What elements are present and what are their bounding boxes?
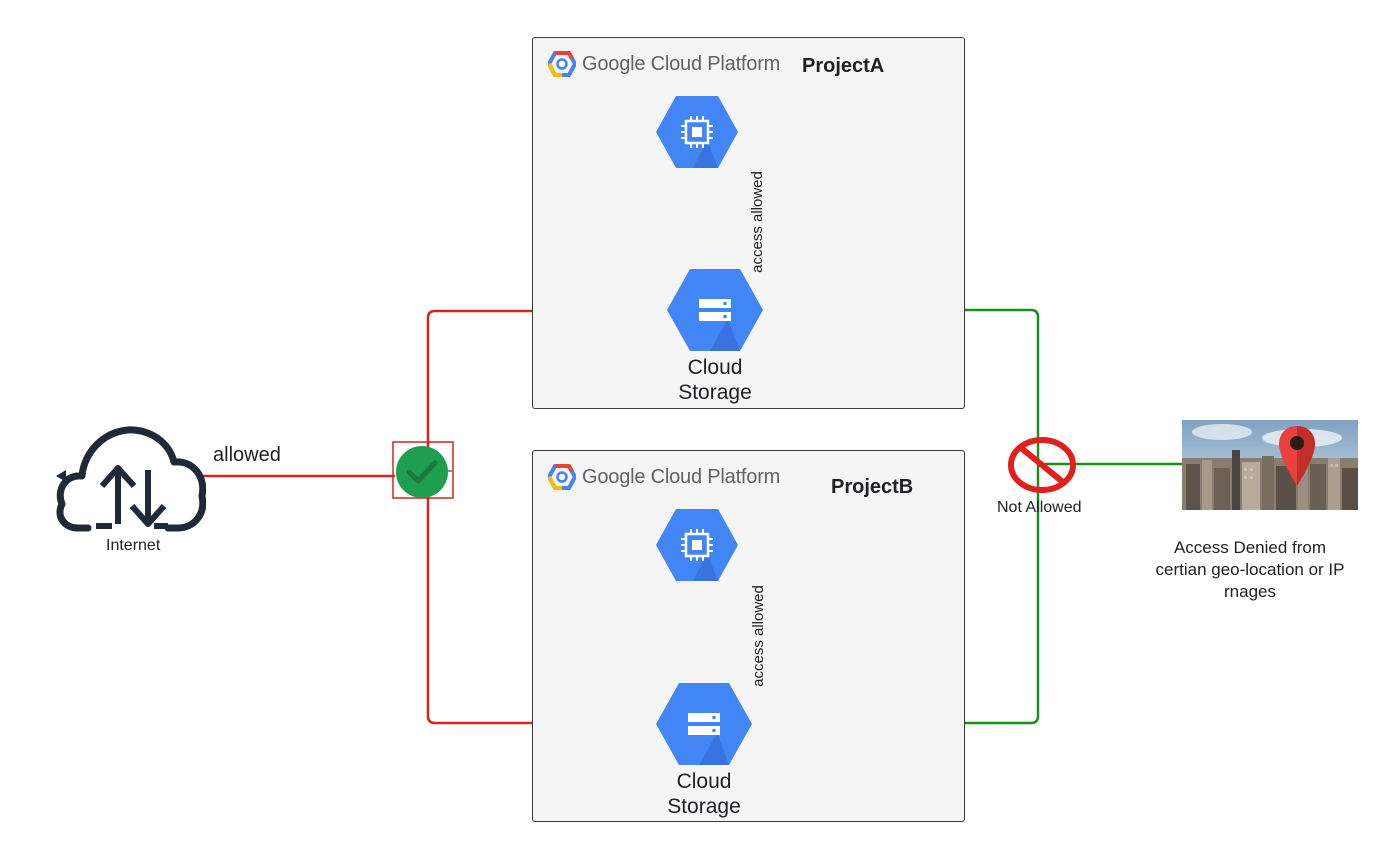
map-pin-icon [1279, 426, 1315, 486]
storage-b-line1: Cloud [676, 770, 732, 793]
project-a-box [532, 37, 965, 409]
gcp-logo-text: Google Cloud Platform [582, 465, 781, 488]
green-trunk-up [764, 304, 1040, 464]
cloud-upload-download-icon[interactable] [56, 420, 206, 532]
compute-engine-a-icon[interactable] [655, 94, 739, 170]
gcp-logo-text: Google Cloud Platform [582, 52, 781, 75]
gcp-logo-a: Google Cloud Platform [548, 51, 780, 77]
red-trunk-down [426, 480, 655, 729]
storage-b-line2: Storage [667, 795, 741, 818]
city-skyline-image [1182, 420, 1358, 510]
not-allowed-label: Not Allowed [997, 499, 1082, 516]
check-icon[interactable] [392, 441, 454, 499]
storage-a-line1: Cloud [687, 356, 743, 379]
gcp-hexagon-icon [548, 464, 576, 490]
cloud-storage-b-label: Cloud Storage [643, 769, 765, 819]
project-b-title: ProjectB [831, 476, 914, 498]
geo-text-line3: rnages [1224, 582, 1276, 601]
project-a-title: ProjectA [802, 55, 885, 77]
project-b-box [532, 450, 965, 822]
geo-denied-text: Access Denied from certian geo-location … [1150, 537, 1350, 603]
cloud-storage-a-label: Cloud Storage [654, 355, 776, 405]
storage-a-line2: Storage [678, 381, 752, 404]
gcp-hexagon-icon [548, 51, 576, 77]
geo-text-line1: Access Denied from [1173, 538, 1327, 557]
geo-text-line2: certian geo-location or IP [1155, 560, 1345, 579]
red-trunk-up [426, 305, 666, 470]
cloud-storage-b-icon[interactable] [655, 681, 753, 767]
green-trunk-down [753, 464, 1040, 729]
allowed-label: allowed [213, 444, 281, 466]
access-allowed-label-b: access allowed [750, 585, 767, 687]
gcp-logo-b: Google Cloud Platform [548, 464, 780, 490]
cloud-storage-a-icon[interactable] [666, 267, 764, 353]
no-entry-icon[interactable] [1007, 436, 1077, 494]
compute-engine-b-icon[interactable] [655, 507, 739, 583]
city-photo [1182, 420, 1358, 510]
access-allowed-label-a: access allowed [749, 171, 766, 273]
internet-label: Internet [106, 537, 161, 554]
